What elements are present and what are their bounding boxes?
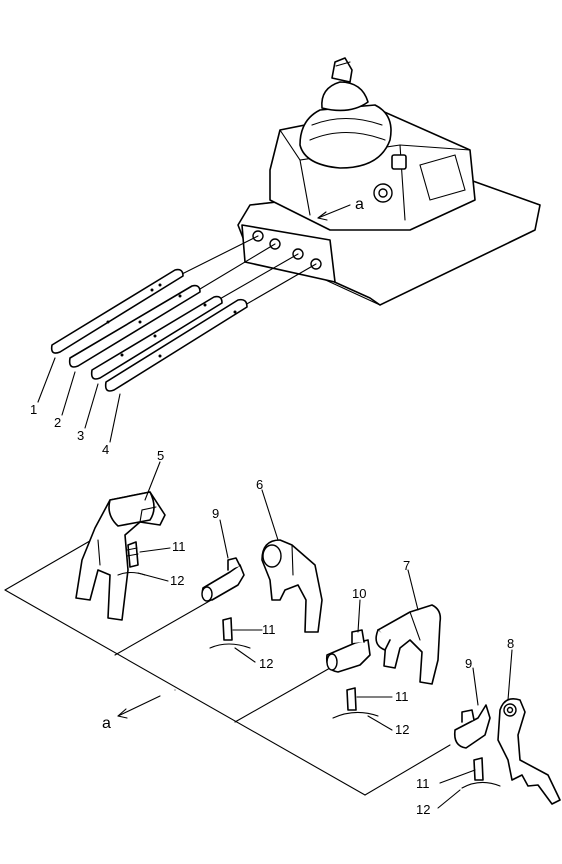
callout-9a: 9 xyxy=(212,506,219,521)
callout-9b: 9 xyxy=(465,656,472,671)
shift-fork-8 xyxy=(497,697,561,805)
callout-5: 5 xyxy=(157,448,164,463)
set-screw-11-b xyxy=(222,617,233,641)
shift-block-9a xyxy=(201,557,245,602)
set-screw-11-c xyxy=(346,687,357,711)
callout-3: 3 xyxy=(77,428,84,443)
callout-1: 1 xyxy=(30,402,37,417)
shift-fork-5 xyxy=(75,491,166,621)
lock-wire-12-d xyxy=(461,781,501,789)
lock-wire-12-b xyxy=(209,643,251,649)
view-marker-a-upper: a xyxy=(355,196,364,213)
callout-12d: 12 xyxy=(416,802,430,817)
callout-10: 10 xyxy=(352,586,366,601)
set-screw-11-d xyxy=(473,757,484,781)
callout-7: 7 xyxy=(403,558,410,573)
callout-6: 6 xyxy=(256,477,263,492)
shift-block-10 xyxy=(325,629,371,673)
shift-block-9b xyxy=(453,704,491,749)
callout-11b: 11 xyxy=(262,622,276,637)
callout-11c: 11 xyxy=(395,689,409,704)
callout-11d: 11 xyxy=(416,776,430,791)
shift-rail-4 xyxy=(104,298,248,392)
callout-4: 4 xyxy=(102,442,109,457)
shift-rail-2 xyxy=(68,284,201,368)
fork-assembly-frame xyxy=(4,537,451,796)
shift-fork-7 xyxy=(375,604,442,685)
shift-fork-6 xyxy=(261,539,323,633)
callout-8: 8 xyxy=(507,636,514,651)
shift-lever-housing xyxy=(237,57,541,306)
shift-rails xyxy=(50,235,317,392)
callout-12a: 12 xyxy=(170,573,184,588)
shift-rail-1 xyxy=(50,268,184,354)
view-marker-a-lower: a xyxy=(102,715,111,732)
callout-12c: 12 xyxy=(395,722,409,737)
callout-11a: 11 xyxy=(172,539,186,554)
callout-numbers: 1 2 3 4 5 6 7 8 9 9 10 11 12 11 12 11 12… xyxy=(30,196,514,817)
callout-2: 2 xyxy=(54,415,61,430)
set-screw-11-a xyxy=(126,541,139,568)
callout-leaders xyxy=(37,357,513,809)
shift-rail-3 xyxy=(90,295,223,380)
lock-wire-12-c xyxy=(332,711,379,719)
callout-12b: 12 xyxy=(259,656,273,671)
